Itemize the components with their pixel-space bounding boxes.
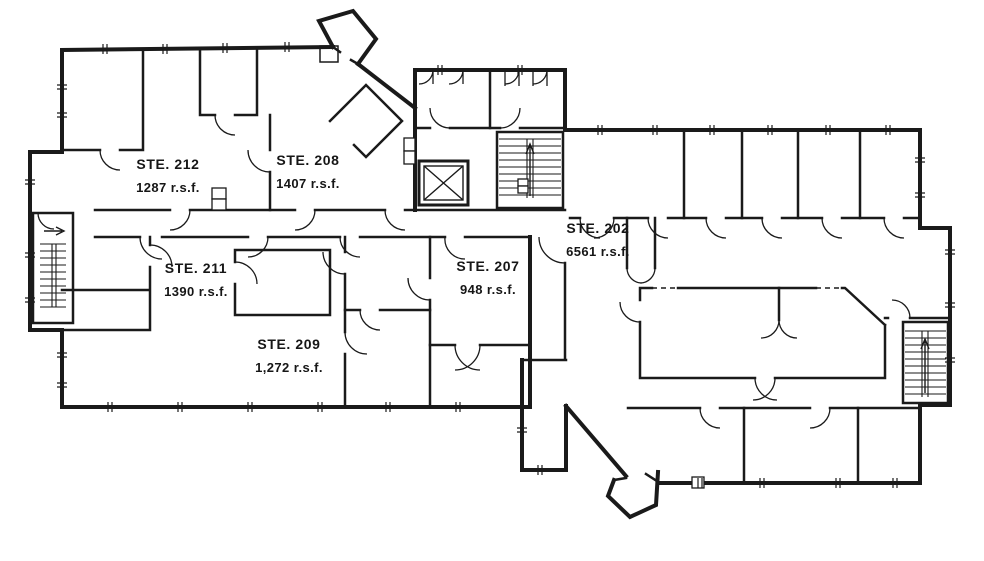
suite-area: 1,272 r.s.f. — [255, 360, 323, 375]
suite-area: 1407 r.s.f. — [276, 176, 340, 191]
outer-walls — [28, 8, 952, 520]
suite-number: STE. 209 — [257, 336, 321, 352]
suite-area: 1287 r.s.f. — [136, 180, 200, 195]
restroom-stalls — [418, 69, 548, 86]
elevator-shaft — [417, 159, 470, 207]
north-stairwell — [495, 130, 565, 210]
suite-number: STE. 202 — [566, 220, 630, 236]
south-entry-vestibule — [605, 469, 662, 520]
suite-area: 6561 r.s.f. — [566, 244, 630, 259]
suite-label-207: STE. 207 948 r.s.f. — [438, 258, 538, 297]
suite-number: STE. 212 — [136, 156, 200, 172]
door-swing-arcs — [37, 107, 911, 429]
suite-number: STE. 208 — [276, 152, 340, 168]
interior-walls — [60, 46, 952, 485]
window-mullion-ticks — [25, 42, 955, 488]
suite-number: STE. 211 — [164, 260, 228, 276]
suite-area: 948 r.s.f. — [459, 282, 517, 297]
north-entry-vestibule — [316, 8, 379, 67]
west-stairwell — [31, 211, 75, 325]
suite-label-212: STE. 212 1287 r.s.f. — [118, 156, 218, 195]
suite-label-202: STE. 202 6561 r.s.f. — [548, 220, 648, 259]
suite-label-209: STE. 209 1,272 r.s.f. — [238, 336, 340, 375]
suite-number: STE. 207 — [456, 258, 520, 274]
suite-area: 1390 r.s.f. — [164, 284, 228, 299]
suite-label-211: STE. 211 1390 r.s.f. — [146, 260, 246, 299]
suite-label-208: STE. 208 1407 r.s.f. — [258, 152, 358, 191]
east-stairwell — [901, 320, 950, 405]
